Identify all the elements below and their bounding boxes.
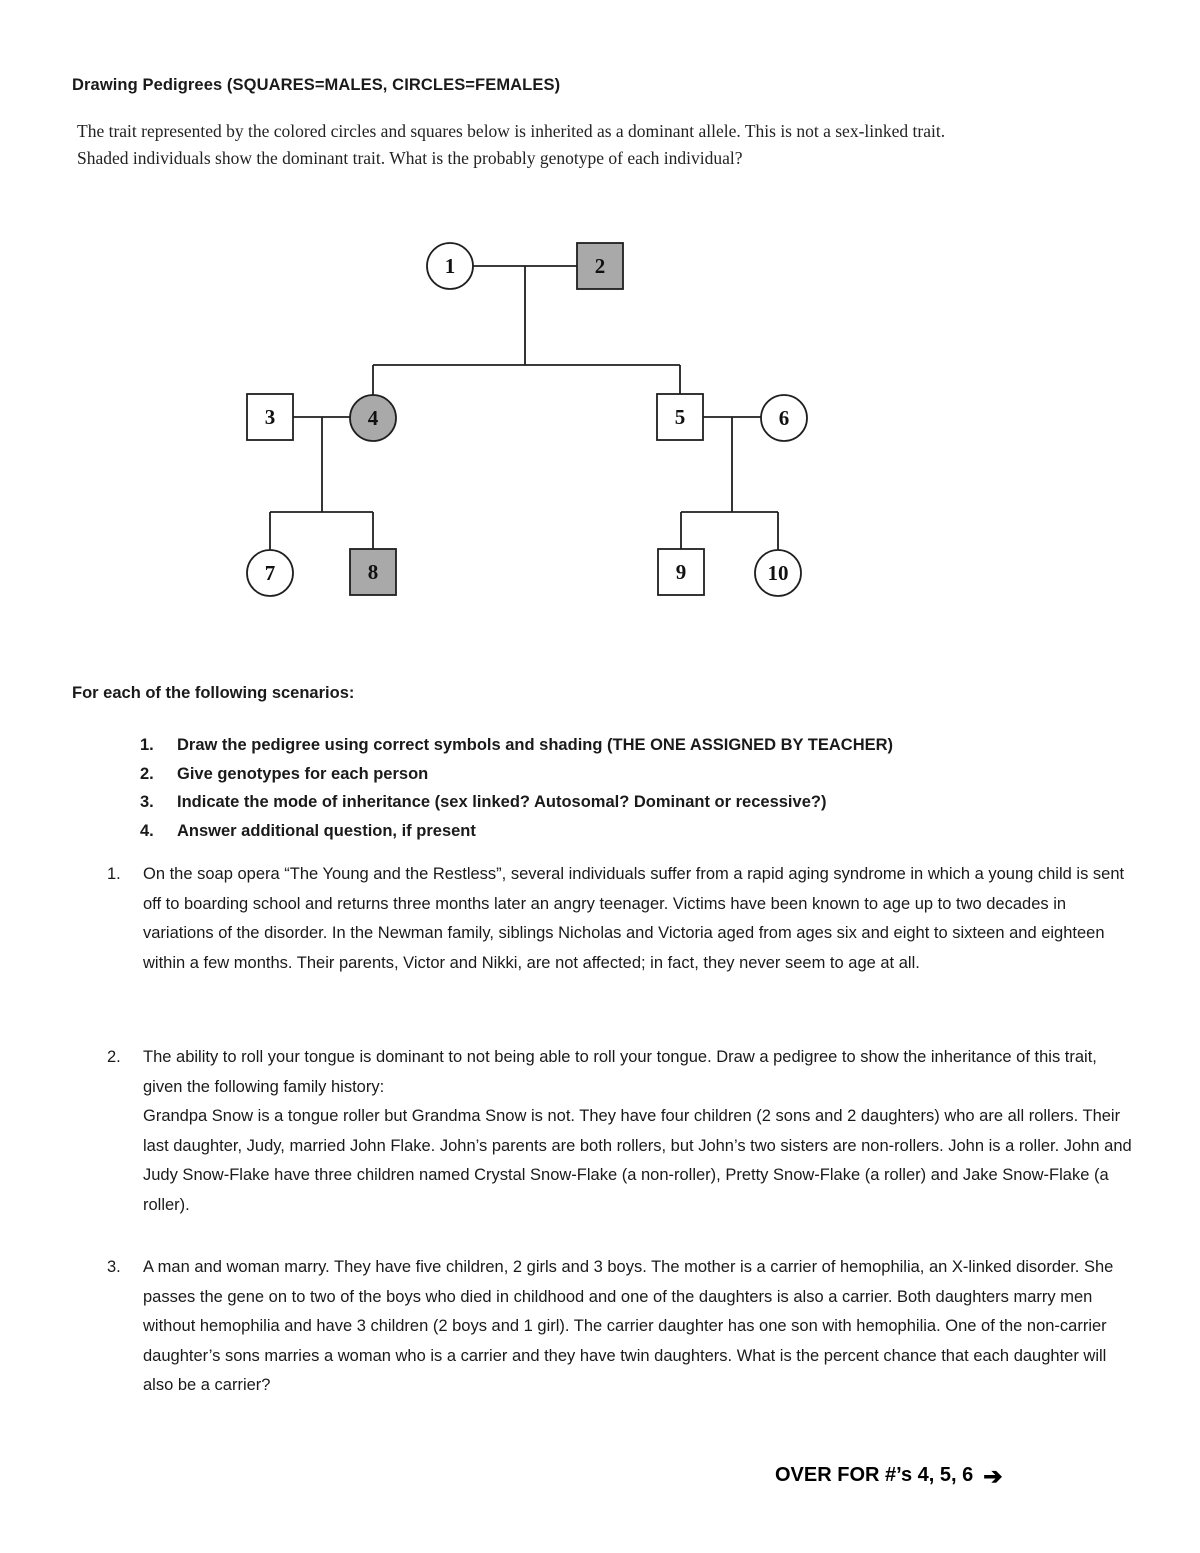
pedigree-individual-number-7: 7	[265, 561, 276, 585]
scenario-number: 2.	[107, 1048, 121, 1066]
pedigree-male-square-5	[656, 393, 704, 441]
scenario-number: 3.	[107, 1258, 121, 1276]
pedigree-individual-number-8: 8	[368, 560, 379, 584]
pedigree-female-circle-1	[426, 242, 474, 290]
instruction-item: 2. Give genotypes for each person	[140, 760, 1060, 789]
instruction-item: 1. Draw the pedigree using correct symbo…	[140, 731, 1060, 760]
pedigree-individual-number-3: 3	[265, 405, 276, 429]
right-arrow-icon: ➔	[983, 1462, 1003, 1489]
scenario-item-3: 3. A man and woman marry. They have five…	[107, 1253, 1139, 1401]
pedigree-individual-number-9: 9	[676, 560, 687, 584]
pedigree-female-circle-6	[760, 394, 808, 442]
pedigree-male-square-8	[349, 548, 397, 596]
pedigree-individual-number-2: 2	[595, 254, 606, 278]
scenario-number: 1.	[107, 865, 121, 883]
scenario-text: On the soap opera “The Young and the Res…	[143, 865, 1125, 972]
instruction-item: 4. Answer additional question, if presen…	[140, 817, 1060, 846]
scenario-item-1: 1. On the soap opera “The Young and the …	[107, 860, 1139, 978]
scenario-item-2: 2. The ability to roll your tongue is do…	[107, 1043, 1139, 1220]
over-for-note: OVER FOR #’s 4, 5, 6 ➔	[775, 1464, 1003, 1487]
pedigree-individual-number-10: 10	[768, 561, 789, 585]
over-for-text: OVER FOR #’s 4, 5, 6	[775, 1464, 974, 1486]
scenario-text: The ability to roll your tongue is domin…	[143, 1048, 1132, 1214]
pedigree-individual-number-6: 6	[779, 406, 790, 430]
pedigree-diagram: 1 2 3 4 5 6 7 8 9 10	[246, 242, 808, 597]
pedigree-individual-number-5: 5	[675, 405, 686, 429]
instructions-list: 1. Draw the pedigree using correct symbo…	[140, 731, 1060, 845]
pedigree-female-circle-4	[349, 394, 397, 442]
instruction-number: 1.	[140, 736, 154, 754]
instruction-text: Answer additional question, if present	[177, 821, 476, 840]
instruction-number: 2.	[140, 764, 154, 783]
pedigree-individual-number-1: 1	[445, 254, 456, 278]
pedigree-male-square-9	[657, 548, 705, 596]
scenario-text: A man and woman marry. They have five ch…	[143, 1258, 1114, 1394]
scenarios-header: For each of the following scenarios:	[72, 684, 355, 702]
instruction-number: 4.	[140, 821, 154, 840]
instruction-number: 3.	[140, 793, 154, 811]
pedigree-individual-number-4: 4	[368, 406, 379, 430]
pedigree-male-square-2	[576, 242, 624, 290]
pedigree-female-circle-10	[754, 549, 802, 597]
page-title: Drawing Pedigrees (SQUARES=MALES, CIRCLE…	[72, 76, 561, 94]
instruction-text: Give genotypes for each person	[177, 764, 429, 783]
intro-paragraph: The trait represented by the colored cir…	[77, 121, 946, 168]
pedigree-female-circle-7	[246, 549, 294, 597]
instruction-text: Indicate the mode of inheritance (sex li…	[177, 793, 827, 811]
instruction-text: Draw the pedigree using correct symbols …	[177, 736, 894, 754]
instruction-item: 3. Indicate the mode of inheritance (sex…	[140, 788, 1060, 817]
pedigree-male-square-3	[246, 393, 294, 441]
